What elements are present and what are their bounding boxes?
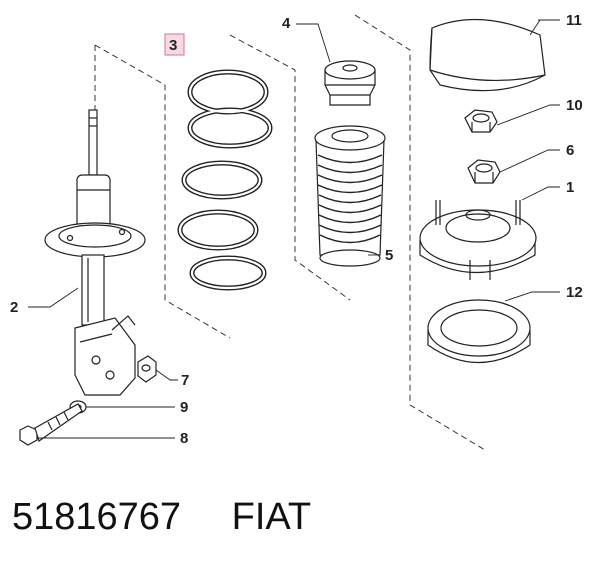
callout-12: 12 (566, 284, 583, 301)
part-caption: 51816767 FIAT (12, 492, 311, 542)
callout-labels: 1 2 3 4 5 6 7 8 9 10 11 12 (10, 12, 583, 447)
callout-7: 7 (181, 372, 189, 389)
nut-6 (467, 159, 501, 184)
callout-9: 9 (180, 399, 188, 416)
callout-3: 3 (169, 37, 177, 54)
exploded-parts-diagram: 1 2 3 4 5 6 7 8 9 10 11 12 (10, 12, 583, 451)
callout-2: 2 (10, 299, 18, 316)
bolt (19, 403, 83, 446)
bump-stop (324, 60, 376, 106)
strut-bearing (427, 299, 531, 363)
dust-boot (314, 125, 386, 267)
assembly-guides (94, 14, 486, 451)
callout-8: 8 (180, 430, 188, 447)
callout-10: 10 (566, 97, 583, 114)
callout-3-highlight (164, 33, 185, 56)
nut-10 (464, 109, 498, 133)
leader-lines (28, 19, 560, 439)
nut-7 (137, 355, 157, 383)
top-cap (429, 18, 546, 92)
shock-absorber-strut (44, 109, 146, 396)
callout-5: 5 (385, 247, 393, 264)
callout-4: 4 (282, 15, 291, 32)
callout-1: 1 (566, 179, 574, 196)
part-number: 51816767 (12, 496, 182, 538)
brand-name: FIAT (231, 496, 312, 538)
top-mount (419, 200, 537, 280)
callout-6: 6 (566, 142, 574, 159)
callout-11: 11 (566, 12, 582, 29)
